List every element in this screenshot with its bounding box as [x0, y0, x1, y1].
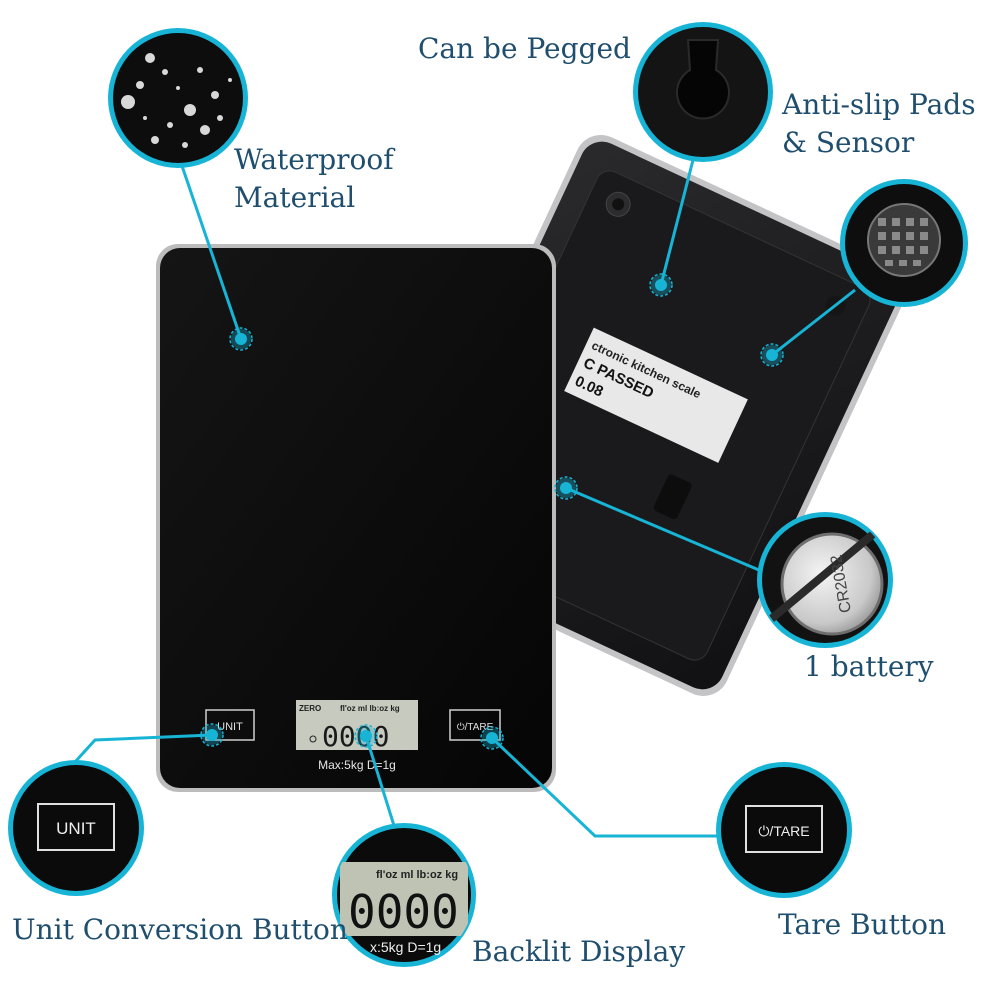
svg-text:UNIT: UNIT: [217, 721, 243, 733]
marker-pad: [760, 343, 784, 367]
lcd-closeup: fl'oz ml lb:oz kg 0000 x:5kg D=1g: [332, 823, 476, 967]
label-antislip-line2: & Sensor: [782, 126, 915, 159]
marker-display: [354, 724, 378, 748]
callout-markers: [200, 273, 784, 750]
label-waterproof-line1: Waterproof: [234, 143, 394, 176]
label-battery: 1 battery: [804, 650, 934, 683]
svg-text:0000: 0000: [322, 720, 389, 753]
svg-text:⏻/TARE: ⏻/TARE: [758, 823, 809, 839]
label-backlit-display: Backlit Display: [472, 935, 686, 968]
unit-button-closeup: UNIT: [8, 760, 144, 896]
svg-text:0000: 0000: [348, 885, 459, 939]
water-droplets-icon: [108, 28, 248, 168]
label-unit-conversion: Unit Conversion Button: [12, 913, 348, 946]
marker-peg: [649, 273, 673, 297]
marker-battery: [554, 476, 578, 500]
tare-button[interactable]: ⏻/TARE: [449, 709, 501, 741]
svg-text:⏻/TARE: ⏻/TARE: [457, 722, 494, 733]
label-pegged: Can be Pegged: [418, 32, 631, 65]
svg-text:x:5kg D=1g: x:5kg D=1g: [370, 939, 441, 955]
label-waterproof-line2: Material: [234, 181, 356, 214]
label-tare-button: Tare Button: [778, 908, 947, 941]
marker-tare: [480, 726, 504, 750]
keyhole-icon: [633, 22, 773, 162]
svg-text:ZERO: ZERO: [299, 704, 321, 713]
back-sticker: ctronic kitchen scale C PASSED 0.08: [564, 327, 748, 463]
marker-unit: [200, 723, 224, 747]
rubber-pad-icon: [840, 179, 968, 307]
svg-text:fl'oz ml lb:oz kg: fl'oz ml lb:oz kg: [376, 869, 458, 881]
marker-waterproof: [229, 327, 253, 351]
lcd-display: ZERO fl'oz ml lb:oz kg 0000: [296, 700, 418, 753]
coin-battery-icon: CR2032: [757, 512, 893, 648]
tare-button-closeup: ⏻/TARE: [716, 762, 852, 898]
label-antislip-line1: Anti-slip Pads: [782, 88, 976, 121]
scale-front-view: UNIT ZERO fl'oz ml lb:oz kg 0000 Max:5kg…: [156, 244, 556, 792]
svg-text:fl'oz ml lb:oz kg: fl'oz ml lb:oz kg: [340, 704, 400, 713]
capacity-label: Max:5kg D=1g: [318, 758, 396, 772]
svg-text:UNIT: UNIT: [56, 819, 96, 838]
